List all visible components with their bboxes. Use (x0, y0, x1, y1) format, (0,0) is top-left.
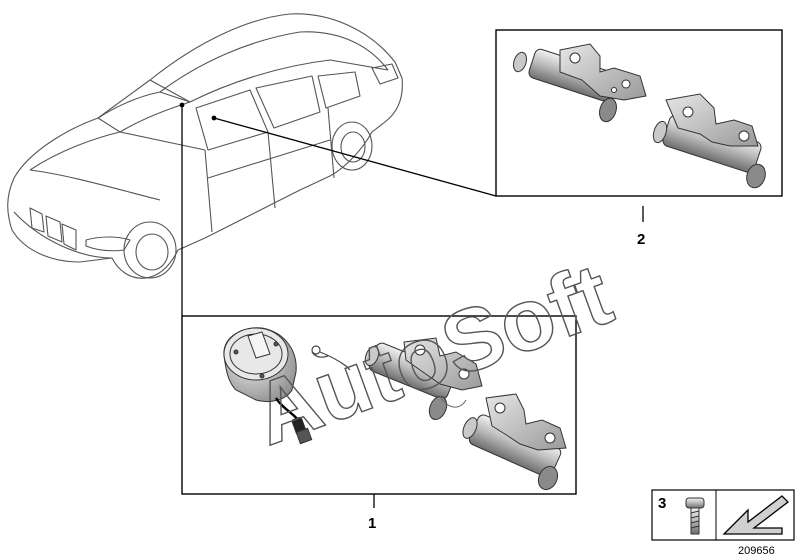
diagram-number: 209656 (738, 545, 775, 557)
detail-box-2 (495, 29, 783, 197)
callout-1: 1 (368, 515, 376, 532)
detail-box-1 (181, 315, 577, 495)
screw-icon (685, 497, 705, 535)
callout-3: 3 (658, 495, 666, 512)
arrow-icon (722, 495, 789, 535)
motor-unit-icon (223, 327, 313, 445)
car-outline-icon (7, 13, 403, 279)
watermark-text: AutoSoft (241, 244, 624, 464)
latch-rod-lower-icon (462, 393, 567, 491)
latch-rod-upper-icon (364, 337, 483, 421)
clip-icon (311, 345, 351, 371)
callout-2: 2 (637, 231, 645, 248)
leader-line-2 (213, 117, 497, 197)
door-latch-icon (513, 43, 766, 189)
